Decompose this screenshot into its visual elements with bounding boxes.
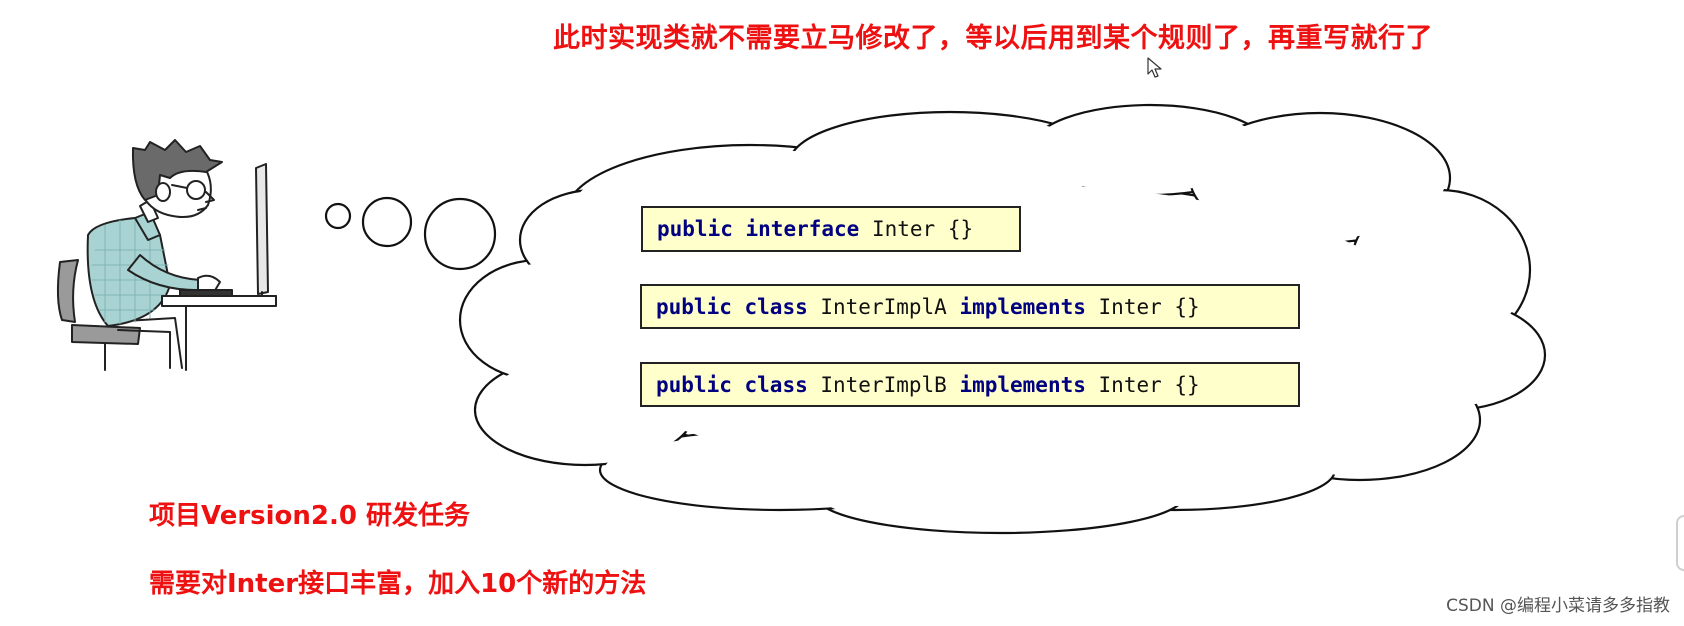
thought-dots [324, 196, 497, 271]
code-keyword: class [744, 294, 808, 319]
header-note: 此时实现类就不需要立马修改了，等以后用到某个规则了，再重写就行了 [553, 23, 1433, 54]
code-keyword: interface [745, 217, 860, 241]
code-line-interface: public interface Inter {} [641, 206, 1021, 252]
code-keyword: implements [959, 372, 1086, 397]
code-keyword: public [656, 294, 732, 319]
code-class-name: InterImplB [807, 372, 960, 397]
side-scroll-tab[interactable] [1676, 515, 1684, 571]
code-keyword: public [656, 372, 732, 397]
watermark: CSDN @编程小菜请多多指教 [1446, 596, 1670, 616]
programmer-illustration [56, 139, 277, 371]
code-text: Inter {} [859, 217, 974, 241]
code-line-impl-b: public class InterImplB implements Inter… [640, 362, 1300, 407]
code-keyword: implements [959, 294, 1086, 319]
code-line-impl-a: public class InterImplA implements Inter… [640, 284, 1300, 329]
code-text: Inter {} [1085, 372, 1200, 397]
code-class-name: InterImplA [807, 294, 960, 319]
task-title: 项目Version2.0 研发任务 [149, 501, 471, 531]
code-keyword: class [744, 372, 808, 397]
code-text: Inter {} [1085, 294, 1200, 319]
task-description: 需要对Inter接口丰富，加入10个新的方法 [149, 569, 647, 599]
mouse-pointer-icon [1147, 57, 1162, 78]
code-keyword: public [657, 217, 733, 241]
